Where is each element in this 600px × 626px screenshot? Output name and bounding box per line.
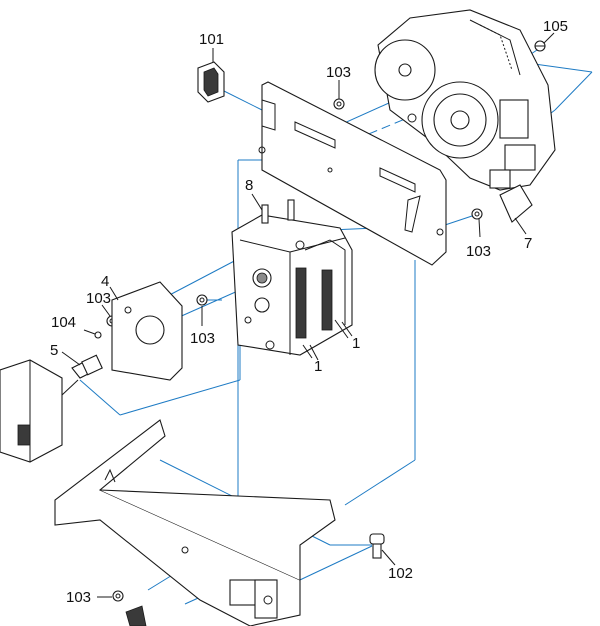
part-5-coupling [71, 354, 103, 379]
part-4-bracket [111, 281, 183, 381]
callout-103-bottom: 103 [66, 589, 91, 606]
callout-103-right: 103 [466, 243, 491, 260]
callout-1-left: 1 [314, 358, 322, 375]
gearbox-assembly [231, 199, 353, 361]
callout-1-right: 1 [352, 335, 360, 352]
callout-leader-lines [61, 32, 555, 598]
callout-8: 8 [245, 177, 253, 194]
screw-103-right [471, 208, 483, 220]
callout-103-top: 103 [326, 64, 351, 81]
callout-7: 7 [524, 235, 532, 252]
part-105-screw [534, 40, 546, 52]
drive-unit-assembly [374, 9, 556, 191]
callout-104: 104 [51, 314, 76, 331]
part-7-bracket [499, 184, 533, 223]
part-101-clip [197, 61, 225, 103]
part-104-washer [94, 331, 102, 339]
callout-labels: 101 105 103 8 103 7 4 103 104 103 5 1 1 … [50, 18, 568, 606]
callout-103-left: 103 [86, 290, 111, 307]
back-mounting-plate [258, 81, 447, 266]
screw-103-mid [196, 294, 208, 306]
callout-4: 4 [101, 273, 109, 290]
stepper-motor [0, 359, 79, 463]
callout-105: 105 [543, 18, 568, 35]
part-102-bolt [369, 533, 385, 559]
screw-103-bottom [112, 590, 124, 602]
callout-101: 101 [199, 31, 224, 48]
callout-102: 102 [388, 565, 413, 582]
callout-103-mid: 103 [190, 330, 215, 347]
bottom-frame [54, 419, 336, 626]
callout-5: 5 [50, 342, 58, 359]
screw-103-top [333, 98, 345, 110]
